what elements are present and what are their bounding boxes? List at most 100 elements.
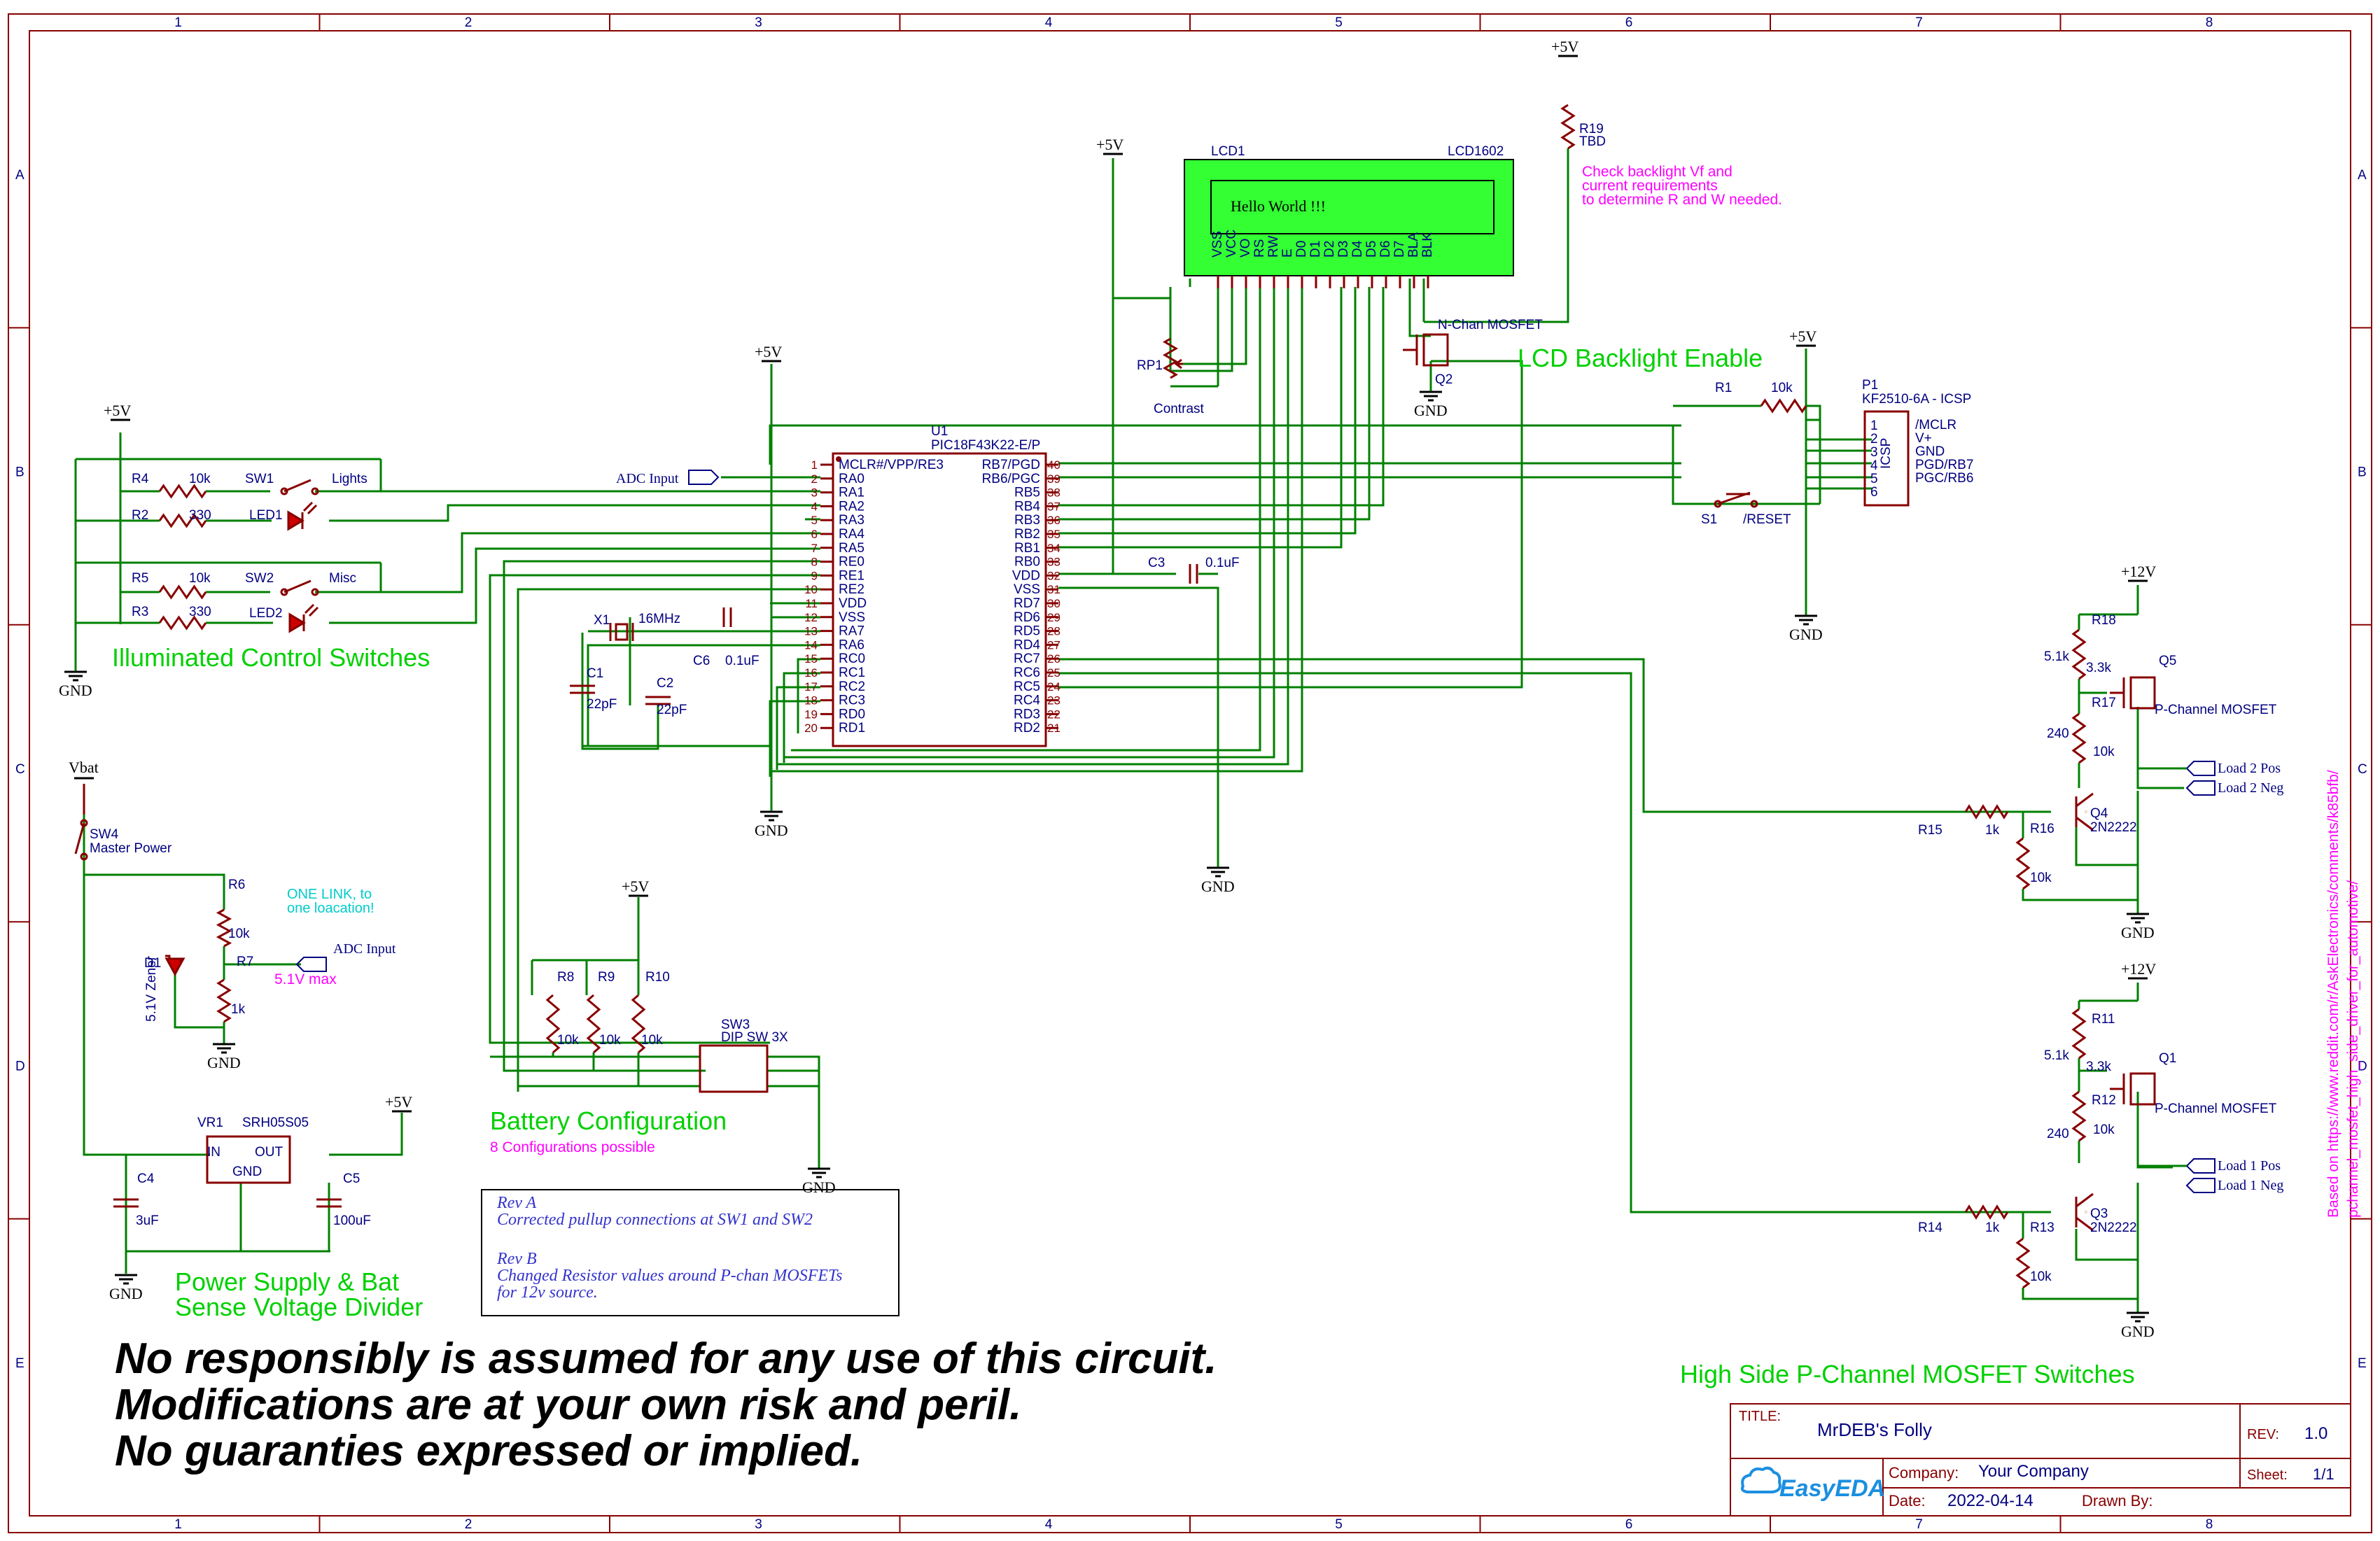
col-marker-top: 3: [755, 15, 762, 30]
power-label: +5V: [1789, 328, 1816, 345]
mcu-pin-num: 10: [804, 583, 818, 596]
gnd-label: GND: [755, 822, 788, 839]
row-marker-right: A: [2358, 168, 2367, 183]
mcu-pin-num: 31: [1047, 583, 1060, 596]
mcu-pin-num: 7: [811, 542, 818, 555]
tb-rev: 1.0: [2304, 1424, 2328, 1443]
net-label-adc-top: ADC Input: [616, 470, 720, 486]
led: [287, 510, 304, 531]
component-label: 16MHz: [638, 612, 680, 626]
icsp-pin-name: V+: [1915, 431, 1932, 446]
vbat-label: Vbat: [69, 759, 99, 776]
mcu-pin-name: RA6: [839, 638, 864, 652]
component-label: R1: [1715, 381, 1732, 395]
component-label: LED2: [249, 606, 283, 621]
npn-emitter: [2076, 1216, 2094, 1232]
row-marker-left: B: [15, 465, 24, 480]
row-marker-right: E: [2358, 1356, 2367, 1371]
component-label: R11: [2092, 1012, 2115, 1027]
icsp-side: ICSP: [1879, 438, 1893, 469]
lcd-pin-name: D4: [1350, 240, 1365, 258]
component-label: 3.3k: [2086, 661, 2111, 675]
mcu-pin-num: 22: [1047, 708, 1060, 721]
battery-note: 8 Configurations possible: [490, 1139, 655, 1155]
load2-neg: Load 2 Neg: [2218, 780, 2283, 796]
component-label: 1k: [1985, 823, 2000, 838]
resistor: [158, 584, 207, 600]
resistor: [158, 513, 207, 528]
col-marker-top: 1: [174, 15, 182, 30]
component-label: RP1: [1137, 358, 1163, 373]
col-marker-top: 4: [1045, 15, 1053, 30]
mcu-pin-name: RD2: [1014, 721, 1040, 736]
icsp-pin-name: PGC/RB6: [1915, 471, 1973, 486]
section-high-side: High Side P-Channel MOSFET Switches: [1680, 1360, 2135, 1388]
component-label: R5: [132, 571, 148, 586]
component-label: 10k: [2030, 871, 2052, 885]
mcu-pin-num: 30: [1047, 597, 1060, 610]
component-label: R9: [598, 970, 615, 985]
lcd-pin-name: D5: [1364, 241, 1379, 258]
component-label: LED1: [249, 508, 283, 523]
icsp-pin-num: 4: [1870, 458, 1878, 473]
component-label: 2N2222: [2090, 1220, 2137, 1235]
lcd-part: LCD1602: [1448, 144, 1504, 159]
mcu-pin-num: 15: [804, 652, 818, 666]
mcu-pin-name: RC0: [839, 652, 865, 666]
mcu-pin-name: RA0: [839, 472, 864, 486]
component-label: 10k: [2093, 745, 2115, 759]
component-label: Q1: [2159, 1051, 2176, 1066]
component-label: VR1: [197, 1116, 223, 1130]
net-adc-input-2: ADC Input: [333, 941, 396, 957]
component-label: 10k: [189, 571, 211, 586]
disclaimer-3: No guaranties expressed or implied.: [115, 1427, 862, 1475]
tb-title-label: TITLE:: [1739, 1409, 1781, 1424]
power-label: +12V: [2121, 960, 2156, 978]
resistor: [216, 908, 232, 948]
component-label: R2: [132, 508, 148, 523]
icsp-pin-num: 1: [1870, 418, 1878, 433]
mcu-pin-num: 29: [1047, 611, 1060, 624]
mcu-pin-name: RE2: [839, 582, 864, 597]
mcu-pin-num: 3: [811, 486, 818, 500]
component-label: 0.1uF: [1205, 556, 1240, 570]
resistor: [216, 978, 232, 1023]
component-label: R4: [132, 472, 149, 486]
section-switches: Illuminated Control Switches: [112, 643, 430, 672]
section-lcd-backlight: LCD Backlight Enable: [1518, 344, 1763, 372]
icsp-pin-num: 2: [1870, 432, 1878, 446]
mcu-pin-num: 36: [1047, 514, 1060, 527]
mcu-pin-num: 17: [804, 680, 818, 694]
component-label: SW3: [721, 1018, 750, 1032]
tb-drawn-label: Drawn By:: [2082, 1492, 2152, 1510]
r19-note-1: Check backlight Vf and: [1582, 164, 1732, 180]
component-label: Q4: [2090, 806, 2108, 821]
component-label: R18: [2092, 613, 2116, 628]
component-label: D1: [144, 956, 161, 971]
mcu-pin-name: RA2: [839, 499, 864, 514]
lcd-pin-name: BLK: [1420, 232, 1435, 258]
switch-contact: [280, 588, 288, 596]
row-marker-right: D: [2358, 1059, 2367, 1074]
power-label: +5V: [755, 343, 782, 360]
mcu-pin-num: 28: [1047, 625, 1060, 638]
resistor: [2071, 628, 2087, 680]
switch-lever: [284, 479, 312, 493]
mcu-pin-num: 11: [805, 597, 818, 610]
rev-line-3: Rev B: [496, 1250, 537, 1268]
resistor: [2071, 712, 2087, 764]
mcu-pin-name: MCLR#/VPP/RE3: [839, 458, 944, 472]
component-label: SW4: [90, 827, 119, 842]
component-label: 10k: [228, 927, 250, 941]
mcu-pin-name: RB7/PGD: [982, 458, 1040, 472]
mcu-pin-num: 25: [1047, 666, 1060, 680]
mcu-pin-name: RD0: [839, 707, 865, 722]
link-note-1: ONE LINK, to: [287, 887, 372, 902]
component-label: OUT: [255, 1145, 284, 1160]
component-label: 22pF: [657, 703, 687, 717]
row-marker-left: E: [15, 1356, 24, 1371]
icsp-part: KF2510-6A - ICSP: [1862, 392, 1971, 407]
tb-company-label: Company:: [1889, 1464, 1959, 1482]
easyeda-logo: EasyEDA: [1740, 1466, 1885, 1502]
disclaimer-2: Modifications are at your own risk and p…: [115, 1381, 1021, 1429]
